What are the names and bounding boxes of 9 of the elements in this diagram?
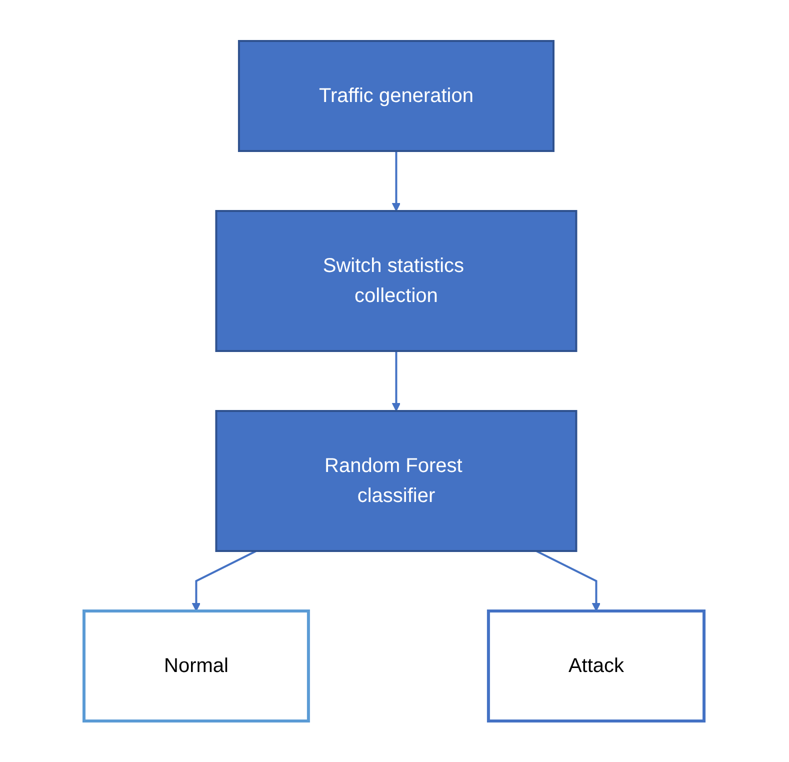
node-box: Normal [82, 610, 310, 722]
node-box: Random Forest classifier [216, 410, 578, 552]
arrow [392, 351, 402, 412]
arrow [536, 550, 602, 612]
node-box: Switch statistics collection [216, 210, 578, 352]
arrow [392, 151, 402, 212]
node-box: Traffic generation [238, 40, 555, 152]
node-box: Attack [487, 610, 706, 722]
arrow [192, 550, 258, 612]
